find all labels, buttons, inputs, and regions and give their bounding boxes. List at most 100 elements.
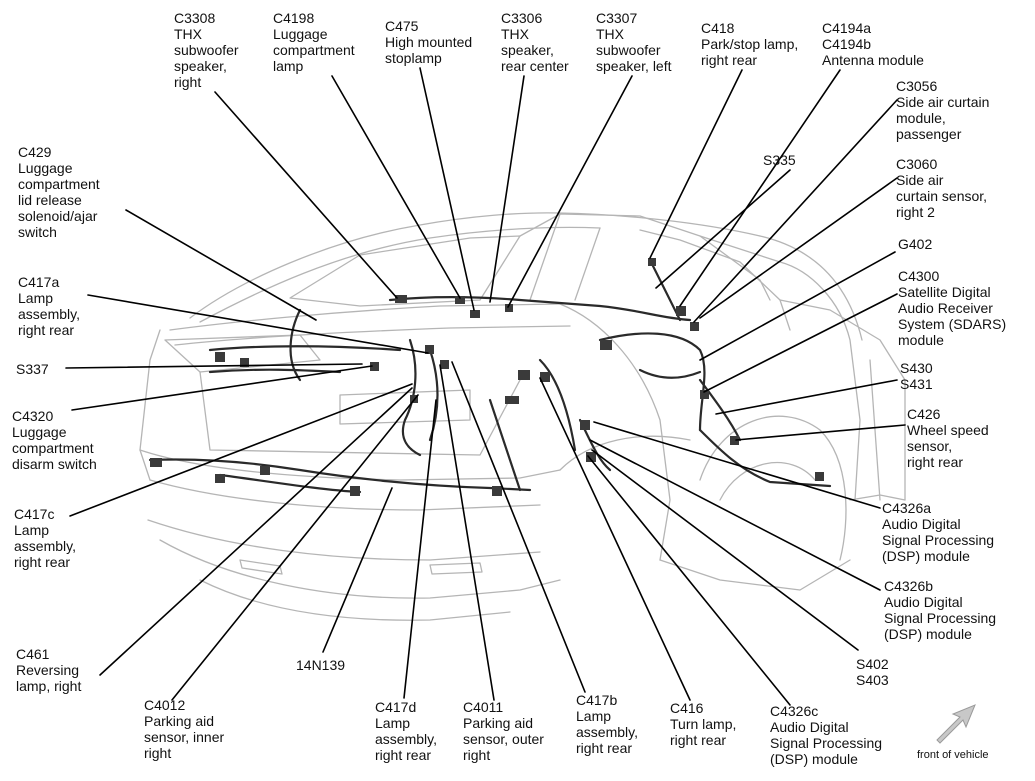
callout-line: System (SDARS) — [898, 316, 1007, 332]
callout-line: Audio Receiver — [898, 300, 993, 316]
callout-line: S403 — [856, 672, 889, 688]
callout-line: right 2 — [896, 204, 935, 220]
leader-lines — [65, 67, 906, 706]
callout-line: module — [898, 332, 944, 348]
callout-g402: G402 — [898, 236, 932, 252]
callout-line: S335 — [763, 152, 796, 168]
callout-line: right rear — [701, 52, 758, 68]
callout-line: C4194b — [822, 36, 872, 52]
callout-line: Lamp — [576, 708, 612, 724]
callout-line: compartment — [273, 42, 355, 58]
arrow-icon — [936, 704, 976, 744]
callout-line: C3060 — [896, 156, 938, 172]
callout-line: Luggage — [273, 26, 328, 42]
callout-line: right — [174, 74, 202, 90]
callout-line: Audio Digital — [882, 516, 961, 532]
front-of-vehicle-label: front of vehicle — [917, 749, 989, 761]
callout-line: sensor, outer — [463, 731, 544, 747]
wiring-harness — [148, 258, 832, 494]
callout-line: C417a — [18, 274, 60, 290]
callout-line: right — [463, 747, 491, 763]
callout-line: sensor, — [907, 438, 953, 454]
callout-line: speaker, — [501, 42, 554, 58]
callout-line: module, — [896, 110, 946, 126]
callout-line: rear center — [501, 58, 569, 74]
callout-line: curtain sensor, — [896, 188, 988, 204]
callout-line: sensor, inner — [144, 729, 225, 745]
callout-line: Audio Digital — [770, 719, 849, 735]
callout-line: Antenna module — [822, 52, 924, 68]
callout-line: assembly, — [375, 731, 437, 747]
callout-line: C417b — [576, 692, 618, 708]
callout-line: Parking aid — [144, 713, 215, 729]
callout-line: S337 — [16, 361, 49, 377]
callout-line: Signal Processing — [884, 610, 997, 626]
callout-s337: S337 — [16, 361, 49, 377]
callout-line: C4194a — [822, 20, 872, 36]
callout-line: solenoid/ajar — [18, 208, 98, 224]
callout-line: Side air curtain — [896, 94, 990, 110]
connectors — [150, 258, 824, 496]
callout-line: stoplamp — [385, 50, 442, 66]
callout-line: assembly, — [18, 306, 80, 322]
callout-line: Audio Digital — [884, 594, 963, 610]
callout-line: C417c — [14, 506, 55, 522]
callout-line: C3306 — [501, 10, 543, 26]
callout-line: C4198 — [273, 10, 315, 26]
callout-line: passenger — [896, 126, 962, 142]
callout-line: Signal Processing — [770, 735, 883, 751]
callout-line: (DSP) module — [770, 751, 858, 767]
callout-14n139: 14N139 — [296, 657, 345, 673]
callout-line: speaker, — [174, 58, 227, 74]
callout-line: S431 — [900, 376, 933, 392]
callout-line: C4326a — [882, 500, 932, 516]
callout-line: Luggage — [18, 160, 73, 176]
callout-line: Lamp — [18, 290, 54, 306]
callout-line: THX — [596, 26, 624, 42]
callout-line: speaker, left — [596, 58, 672, 74]
callout-line: right rear — [576, 740, 633, 756]
callout-line: C4320 — [12, 408, 54, 424]
callout-line: C416 — [670, 700, 704, 716]
callout-line: lamp — [273, 58, 304, 74]
callout-line: right rear — [907, 454, 964, 470]
callout-line: subwoofer — [174, 42, 239, 58]
callout-line: Parking aid — [463, 715, 534, 731]
callout-line: THX — [174, 26, 202, 42]
callout-line: right rear — [14, 554, 71, 570]
vehicle-body — [139, 212, 906, 621]
callout-line: C418 — [701, 20, 735, 36]
callout-line: Park/stop lamp, — [701, 36, 799, 52]
callout-line: Lamp — [14, 522, 50, 538]
callout-line: assembly, — [576, 724, 638, 740]
callout-line: C429 — [18, 144, 52, 160]
callout-line: C3308 — [174, 10, 216, 26]
callout-line: C3056 — [896, 78, 938, 94]
callout-line: Turn lamp, — [670, 716, 737, 732]
callout-line: C461 — [16, 646, 50, 662]
callout-line: Lamp — [375, 715, 411, 731]
callout-line: Signal Processing — [882, 532, 995, 548]
callout-line: Reversing — [16, 662, 80, 678]
callout-line: C4326b — [884, 578, 934, 594]
callout-line: S430 — [900, 360, 933, 376]
callout-line: lid release — [18, 192, 82, 208]
